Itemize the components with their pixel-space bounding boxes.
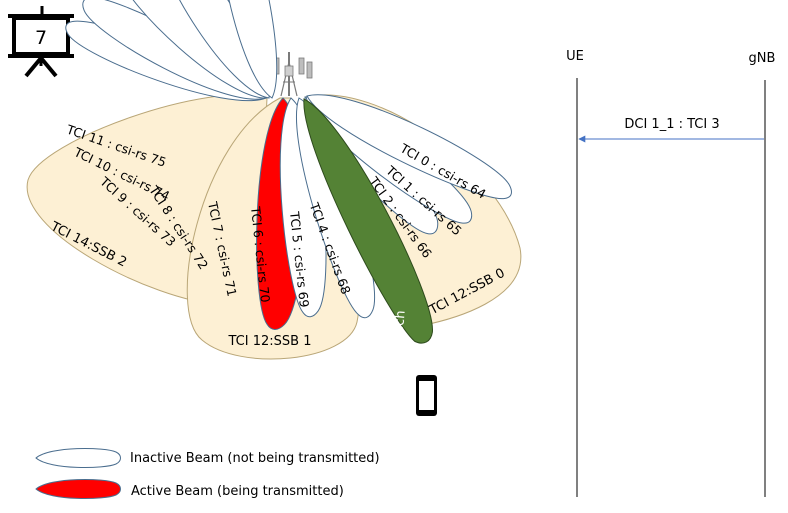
legend-active-swatch xyxy=(35,478,121,500)
beam-group-label: TCI 12:SSB 1 xyxy=(228,334,312,349)
presentation-board-icon: 7 xyxy=(8,6,74,78)
legend-inactive-swatch xyxy=(35,447,121,469)
legend-inactive-label: Inactive Beam (not being transmitted) xyxy=(130,451,380,466)
pdsch-label: pdsch xyxy=(390,310,408,350)
dci-message: DCI 1_1 : TCI 3 xyxy=(624,117,719,132)
beam-shape xyxy=(218,0,278,99)
legend-active-label: Active Beam (being transmitted) xyxy=(131,484,344,499)
legend: Inactive Beam (not being transmitted) Ac… xyxy=(35,447,380,500)
pdsch-beam: pdsch xyxy=(303,98,433,350)
gnb-label: gNB xyxy=(749,51,776,66)
beam-shape xyxy=(306,94,512,200)
ue-label: UE xyxy=(566,49,584,64)
sequence-diagram: UE gNB DCI 1_1 : TCI 3 xyxy=(566,49,775,497)
mobile-phone-icon xyxy=(416,375,437,416)
slide-number: 7 xyxy=(35,27,47,49)
